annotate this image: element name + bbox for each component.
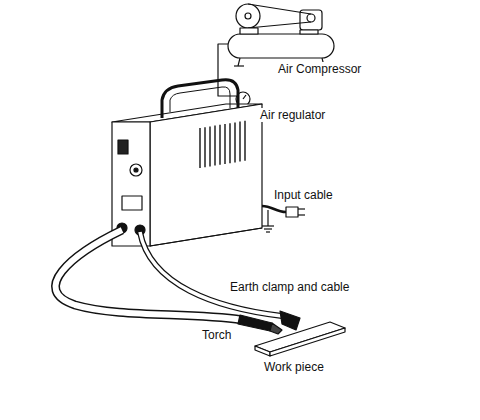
air-hose <box>218 44 236 96</box>
air-compressor <box>228 4 334 66</box>
part-label: Air regulator <box>258 108 327 122</box>
part-label: Input cable <box>272 188 335 202</box>
part-label: Torch <box>200 328 233 342</box>
part-label: Work piece <box>262 360 326 374</box>
plasma-cutter-unit <box>112 80 262 246</box>
part-label: Air Compressor <box>276 62 363 76</box>
part-label: Earth clamp and cable <box>228 280 351 294</box>
input-cable <box>262 206 305 232</box>
earth-clamp <box>280 311 300 330</box>
torch <box>238 315 272 331</box>
work-piece <box>255 322 345 356</box>
